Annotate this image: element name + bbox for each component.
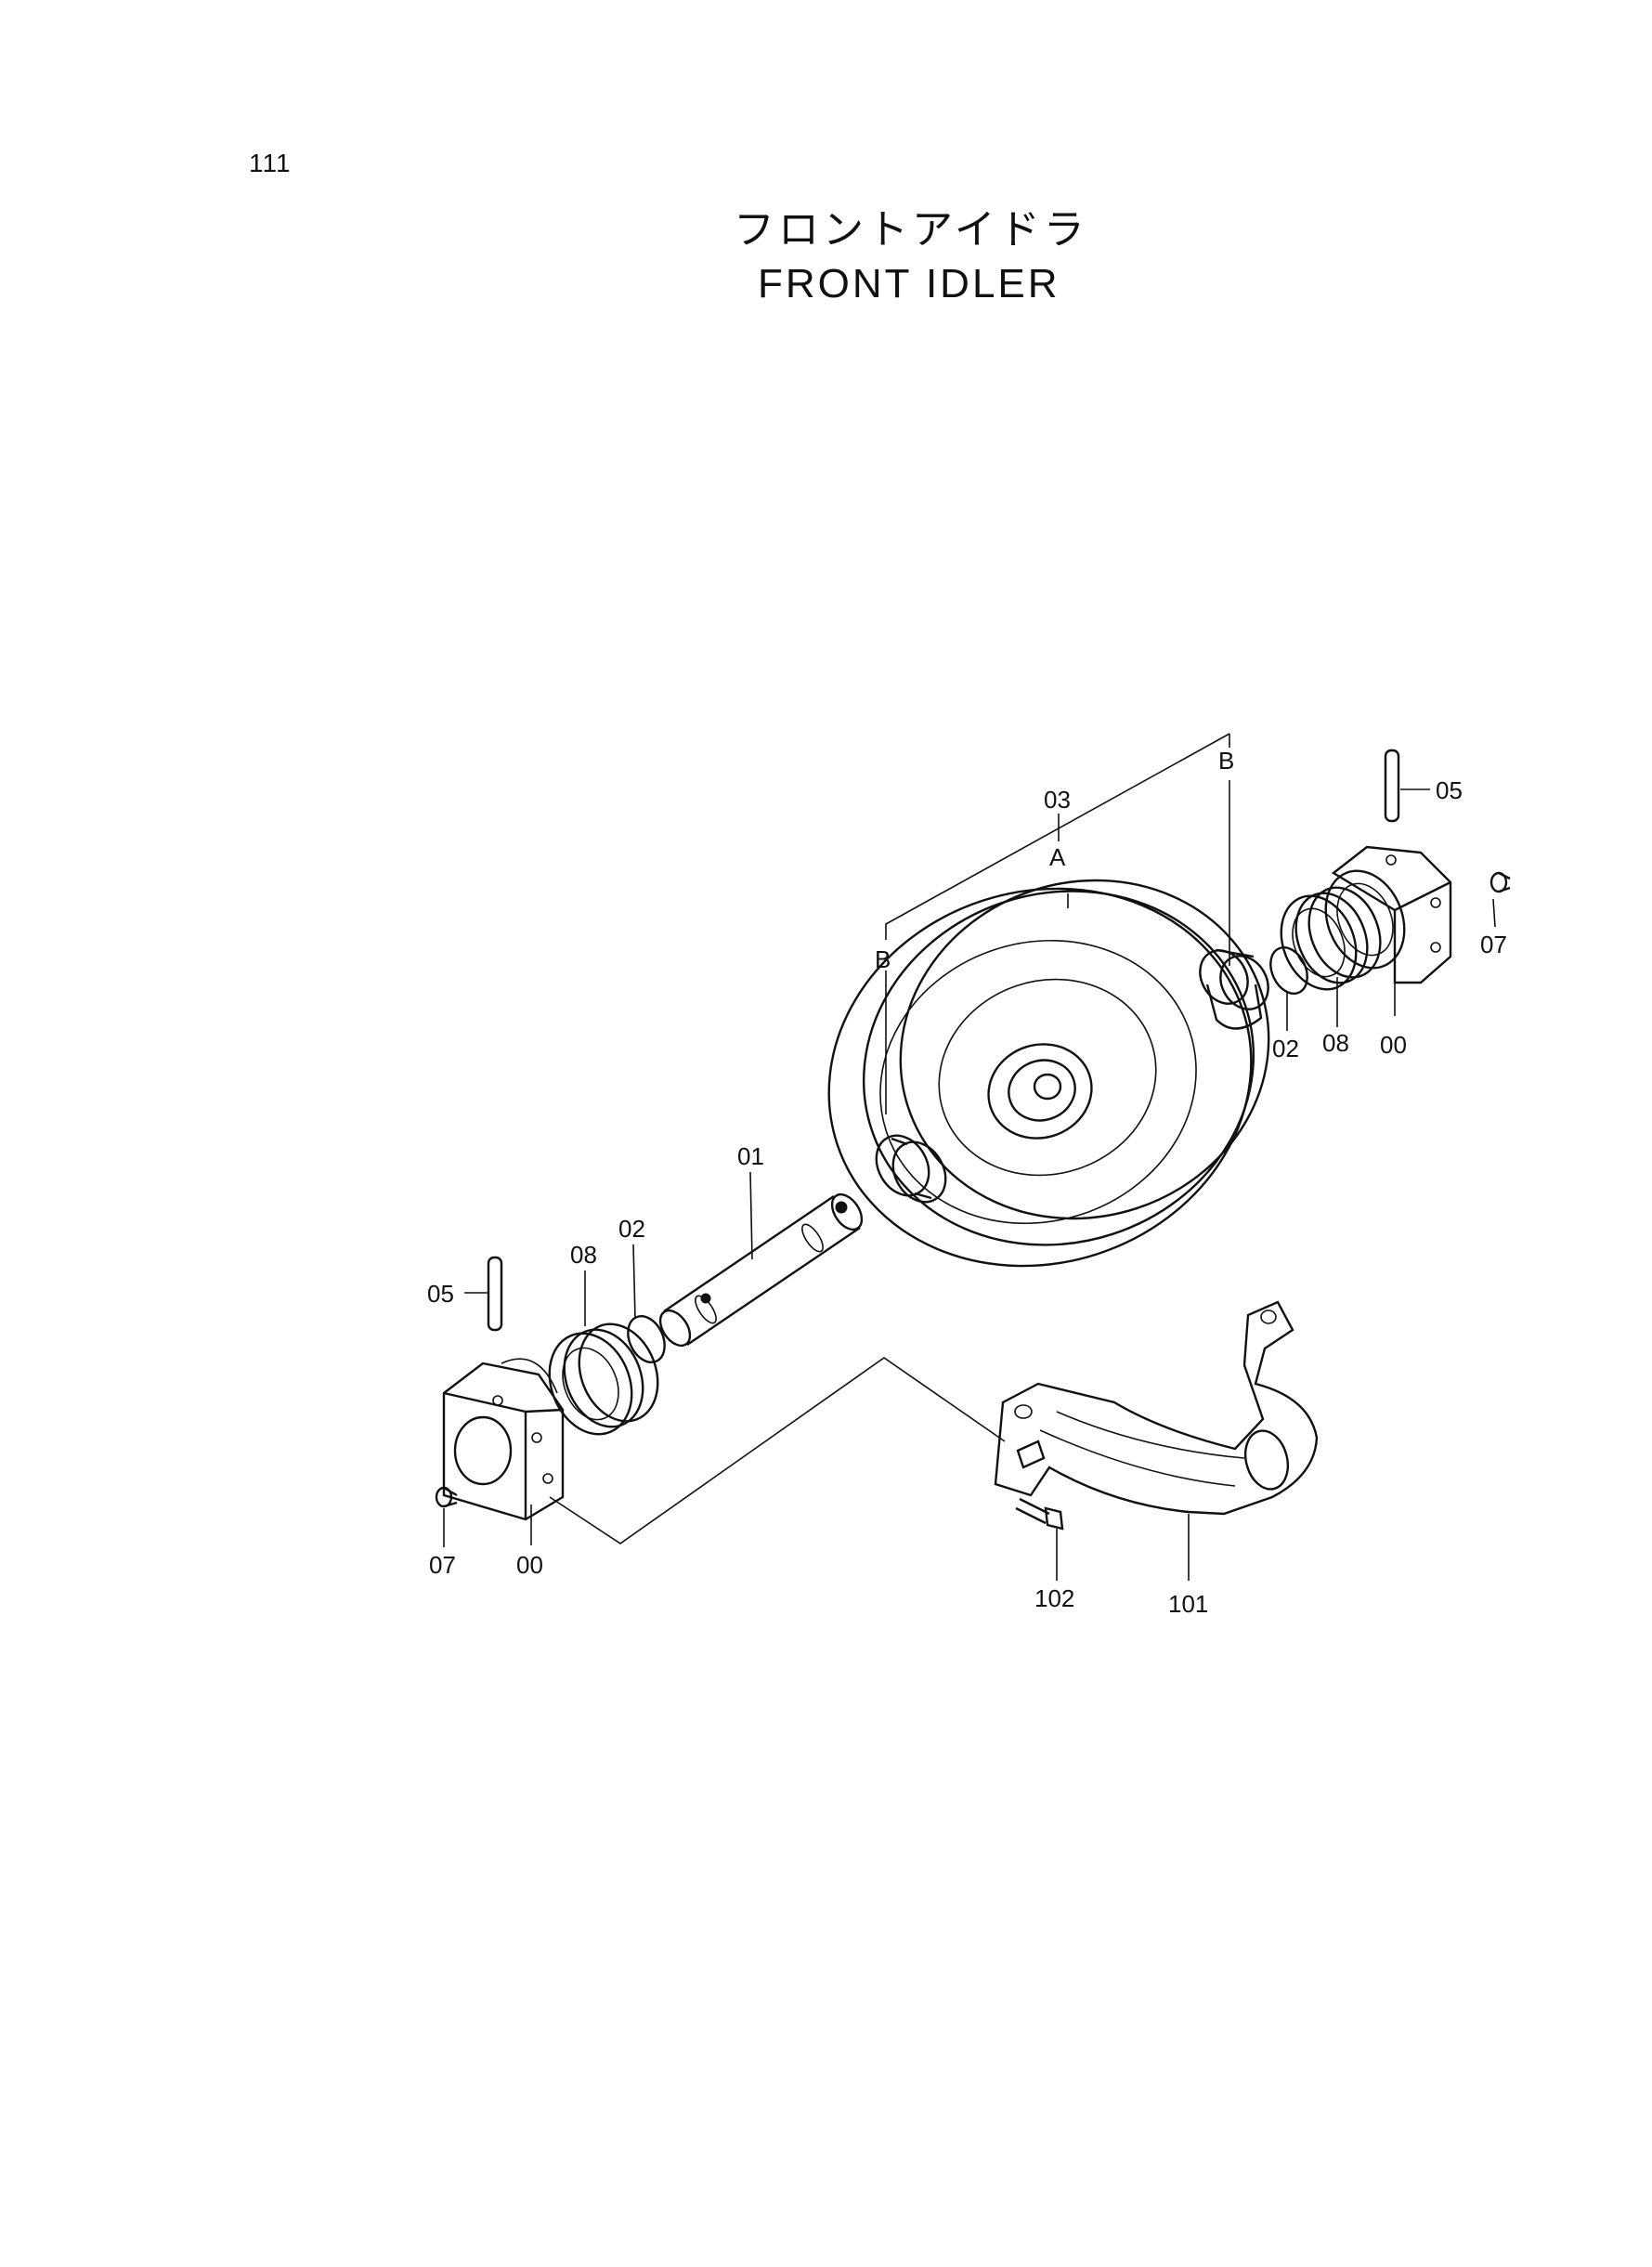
label-08-left: 08 bbox=[570, 1241, 597, 1269]
bushing-left bbox=[875, 1134, 947, 1204]
idler-wheel bbox=[827, 879, 1270, 1268]
bearing-block-right bbox=[1324, 845, 1452, 984]
o-ring-right bbox=[1269, 946, 1308, 995]
label-b-top: B bbox=[1218, 747, 1234, 775]
callout-labels: B 03 A 05 07 02 08 00 B 01 02 08 05 07 0… bbox=[427, 747, 1507, 1618]
label-102: 102 bbox=[1034, 1584, 1074, 1612]
label-b-left: B bbox=[875, 945, 891, 973]
pin-left bbox=[487, 1256, 503, 1332]
label-02-right: 02 bbox=[1272, 1035, 1299, 1062]
title-block: フロントアイドラ FRONT IDLER bbox=[734, 204, 1124, 312]
shaft bbox=[658, 1192, 864, 1348]
title-english: FRONT IDLER bbox=[758, 261, 1060, 306]
leader-lines bbox=[443, 788, 1496, 1581]
label-01: 01 bbox=[737, 1142, 764, 1170]
bushing-right bbox=[1199, 948, 1269, 1030]
idler-yoke bbox=[994, 1300, 1319, 1516]
label-02-left: 02 bbox=[618, 1215, 645, 1243]
label-07-right: 07 bbox=[1480, 931, 1507, 958]
label-a: A bbox=[1049, 843, 1066, 871]
pin-right bbox=[1384, 749, 1400, 823]
plug-left bbox=[435, 1486, 458, 1508]
floating-seal-left bbox=[548, 1322, 659, 1436]
reference-bracket-b bbox=[885, 733, 1230, 1114]
label-05-left: 05 bbox=[427, 1280, 454, 1308]
page-number: 111 bbox=[249, 149, 292, 177]
plug-right bbox=[1489, 871, 1511, 893]
bearing-block-left bbox=[442, 1358, 565, 1521]
bolt bbox=[1015, 1497, 1064, 1531]
label-07-left: 07 bbox=[429, 1551, 456, 1579]
title-japanese: フロントアイドラ bbox=[734, 206, 1088, 254]
reference-line-bearing-yoke bbox=[549, 1357, 1006, 1544]
label-101: 101 bbox=[1168, 1590, 1208, 1618]
o-ring-left bbox=[627, 1315, 666, 1363]
label-08-right: 08 bbox=[1322, 1029, 1349, 1057]
label-03: 03 bbox=[1044, 786, 1071, 814]
floating-seal-right bbox=[1280, 886, 1382, 991]
label-05-right: 05 bbox=[1436, 776, 1463, 804]
label-00-left: 00 bbox=[516, 1551, 543, 1579]
label-00-right: 00 bbox=[1380, 1031, 1407, 1059]
